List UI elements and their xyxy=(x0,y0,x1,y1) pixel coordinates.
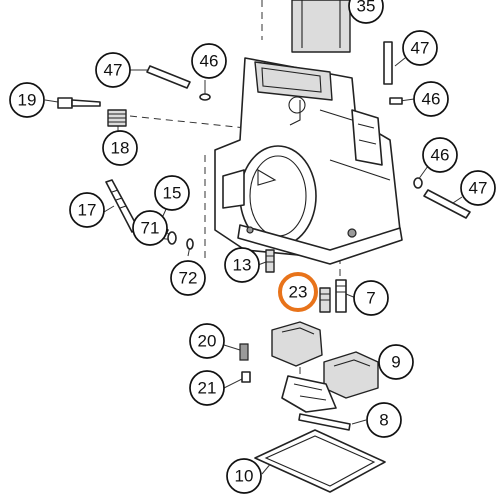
pilot-jet xyxy=(265,249,275,273)
callout-23-highlighted[interactable]: 23 xyxy=(278,272,318,312)
callout-18[interactable]: 18 xyxy=(102,130,138,166)
callouts: 35 47 46 47 19 46 18 46 xyxy=(9,0,496,494)
svg-text:46: 46 xyxy=(422,90,441,109)
svg-text:47: 47 xyxy=(469,179,488,198)
svg-text:47: 47 xyxy=(104,61,123,80)
svg-text:46: 46 xyxy=(200,52,219,71)
carburetor-body xyxy=(214,57,403,265)
float-pin xyxy=(298,413,351,431)
callout-7[interactable]: 7 xyxy=(353,280,389,316)
callout-13[interactable]: 13 xyxy=(224,247,260,283)
callout-10[interactable]: 10 xyxy=(226,458,262,494)
float-needle xyxy=(239,343,251,383)
callout-17[interactable]: 17 xyxy=(69,192,105,228)
svg-text:47: 47 xyxy=(411,39,430,58)
float-bowl-gasket xyxy=(254,429,386,493)
svg-text:15: 15 xyxy=(163,184,182,203)
callout-47[interactable]: 47 xyxy=(402,30,438,66)
svg-text:10: 10 xyxy=(235,467,254,486)
float-assembly xyxy=(271,321,379,413)
callout-9[interactable]: 9 xyxy=(378,344,414,380)
callout-47[interactable]: 47 xyxy=(460,170,496,206)
svg-text:18: 18 xyxy=(111,139,130,158)
screw-and-cap xyxy=(57,97,127,127)
callout-20[interactable]: 20 xyxy=(189,323,225,359)
callout-46[interactable]: 46 xyxy=(413,81,449,117)
svg-text:20: 20 xyxy=(198,332,217,351)
svg-text:19: 19 xyxy=(18,91,37,110)
svg-text:23: 23 xyxy=(289,283,308,302)
main-jets xyxy=(319,279,347,313)
dowel-pins xyxy=(146,41,471,219)
svg-text:71: 71 xyxy=(141,219,160,238)
top-cover xyxy=(291,0,351,53)
o-rings xyxy=(199,93,423,189)
callout-21[interactable]: 21 xyxy=(189,370,225,406)
svg-text:21: 21 xyxy=(198,379,217,398)
callout-46[interactable]: 46 xyxy=(422,137,458,173)
svg-text:35: 35 xyxy=(357,0,376,16)
washers xyxy=(167,231,194,250)
callout-35[interactable]: 35 xyxy=(348,0,384,24)
svg-text:46: 46 xyxy=(431,146,450,165)
svg-text:17: 17 xyxy=(78,201,97,220)
callout-8[interactable]: 8 xyxy=(366,402,402,438)
callout-71[interactable]: 71 xyxy=(132,210,168,246)
callout-47[interactable]: 47 xyxy=(95,52,131,88)
callout-19[interactable]: 19 xyxy=(9,82,45,118)
callout-46[interactable]: 46 xyxy=(191,43,227,79)
svg-text:8: 8 xyxy=(379,411,388,430)
svg-text:72: 72 xyxy=(179,269,198,288)
svg-text:9: 9 xyxy=(391,353,400,372)
callout-72[interactable]: 72 xyxy=(170,260,206,296)
svg-text:7: 7 xyxy=(366,289,375,308)
callout-15[interactable]: 15 xyxy=(154,175,190,211)
svg-text:13: 13 xyxy=(233,256,252,275)
